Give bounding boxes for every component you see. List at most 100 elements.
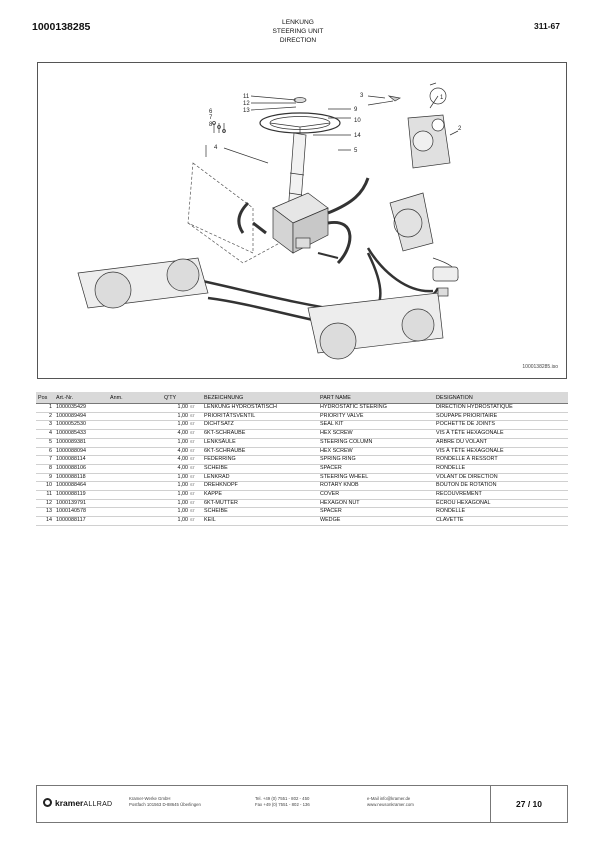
- callout-5: 5: [354, 148, 358, 154]
- drawing-reference: 1000138285.iso: [522, 364, 558, 370]
- row-designation: VOLANT DE DIRECTION: [434, 473, 568, 483]
- exploded-diagram: 1 2 3 4 5 6 7 8 9 10 11 12 13 14: [77, 82, 462, 360]
- row-art-nr: 1000088114: [54, 455, 108, 465]
- row-designation: RECOUVREMENT: [434, 490, 568, 500]
- col-designation: DESIGNATION: [434, 392, 568, 404]
- row-designation: RONDELLE: [434, 507, 568, 518]
- row-art-nr: 1000140578: [54, 507, 108, 518]
- row-pos: 8: [36, 464, 54, 474]
- row-qty: 1,00: [162, 473, 190, 483]
- col-pos: Pos: [36, 392, 54, 404]
- row-art-nr: 1000139791: [54, 499, 108, 509]
- page-number: 27 / 10: [490, 786, 567, 822]
- callout-1: 1: [440, 95, 444, 101]
- row-bezeichnung: LENKSÄULE: [202, 438, 318, 448]
- row-designation: BOUTON DE ROTATION: [434, 481, 568, 492]
- row-anm: [108, 490, 162, 500]
- parts-table-header: Pos Art.-Nr. Anm. Q'TY BEZEICHNUNG PART …: [36, 392, 568, 404]
- row-art-nr: 1000088117: [54, 516, 108, 526]
- row-qty: 4,00: [162, 447, 190, 457]
- col-anm: Anm.: [108, 392, 162, 404]
- row-part-name: HEXAGON NUT: [318, 499, 434, 509]
- contact-info: e-Mail info@kramer.de www.neusonkramer.c…: [367, 796, 414, 808]
- row-art-nr: 1000089494: [54, 412, 108, 422]
- row-unit: ST: [190, 403, 202, 413]
- row-anm: [108, 507, 162, 518]
- row-anm: [108, 412, 162, 422]
- title-block: LENKUNG STEERING UNIT DIRECTION: [0, 18, 596, 45]
- row-bezeichnung: DREHKNOPF: [202, 481, 318, 492]
- row-pos: 12: [36, 499, 54, 509]
- row-unit: ST: [190, 455, 202, 465]
- row-part-name: PRIORITY VALVE: [318, 412, 434, 422]
- row-qty: 1,00: [162, 499, 190, 509]
- row-part-name: SPRING RING: [318, 455, 434, 465]
- callout-7: 7: [209, 115, 213, 121]
- row-anm: [108, 447, 162, 457]
- callout-3: 3: [360, 93, 364, 99]
- row-qty: 1,00: [162, 507, 190, 518]
- row-anm: [108, 429, 162, 439]
- brand-logo: kramerALLRAD: [43, 798, 112, 808]
- row-part-name: SEAL KIT: [318, 420, 434, 431]
- group-number: 311-67: [534, 21, 560, 31]
- callout-labels: 1 2 3 4 5 6 7 8 9 10 11 12 13 14: [209, 93, 462, 154]
- phone: Tel. +49 (0) 7551 - 802 - 450: [255, 796, 310, 801]
- row-pos: 14: [36, 516, 54, 526]
- row-anm: [108, 455, 162, 465]
- row-art-nr: 1000088119: [54, 490, 108, 500]
- row-designation: VIS À TÊTE HEXAGONALE: [434, 429, 568, 439]
- row-pos: 6: [36, 447, 54, 457]
- website: www.neusonkramer.com: [367, 802, 414, 807]
- row-designation: CLAVETTE: [434, 516, 568, 526]
- row-designation: SOUPAPE PRIORITAIRE: [434, 412, 568, 422]
- row-pos: 11: [36, 490, 54, 500]
- row-designation: VIS À TÊTE HEXAGONALE: [434, 447, 568, 457]
- row-art-nr: 1000089381: [54, 438, 108, 448]
- row-anm: [108, 481, 162, 492]
- brand-name: kramer: [55, 798, 84, 808]
- row-pos: 4: [36, 429, 54, 439]
- row-art-nr: 1000085433: [54, 429, 108, 439]
- row-part-name: HEX SCREW: [318, 429, 434, 439]
- title-de: LENKUNG: [282, 19, 314, 26]
- row-art-nr: 1000035429: [54, 403, 108, 413]
- row-part-name: HEX SCREW: [318, 447, 434, 457]
- row-bezeichnung: KAPPE: [202, 490, 318, 500]
- row-bezeichnung: SCHEIBE: [202, 464, 318, 474]
- row-part-name: WEDGE: [318, 516, 434, 526]
- col-unit: [190, 392, 202, 404]
- row-bezeichnung: LENKUNG HYDROSTATISCH: [202, 403, 318, 413]
- title-fr: DIRECTION: [279, 37, 317, 44]
- row-art-nr: 1000088106: [54, 464, 108, 474]
- callout-14: 14: [354, 133, 361, 139]
- row-unit: ST: [190, 412, 202, 422]
- row-bezeichnung: PRIORITÄTSVENTIL: [202, 412, 318, 422]
- row-unit: ST: [190, 420, 202, 431]
- row-pos: 3: [36, 420, 54, 431]
- row-part-name: SPACER: [318, 507, 434, 518]
- col-bezeichnung: BEZEICHNUNG: [202, 392, 318, 404]
- callout-10: 10: [354, 118, 361, 124]
- row-unit: ST: [190, 438, 202, 448]
- row-unit: ST: [190, 464, 202, 474]
- col-qty: Q'TY: [162, 392, 190, 404]
- row-qty: 1,00: [162, 420, 190, 431]
- row-qty: 4,00: [162, 429, 190, 439]
- row-qty: 1,00: [162, 438, 190, 448]
- row-part-name: ROTARY KNOB: [318, 481, 434, 492]
- callout-6: 6: [209, 109, 213, 115]
- callout-13: 13: [243, 108, 250, 114]
- page-footer: kramerALLRAD Kramer-Werke GmbH Postfach …: [36, 785, 568, 823]
- row-anm: [108, 516, 162, 526]
- row-qty: 1,00: [162, 516, 190, 526]
